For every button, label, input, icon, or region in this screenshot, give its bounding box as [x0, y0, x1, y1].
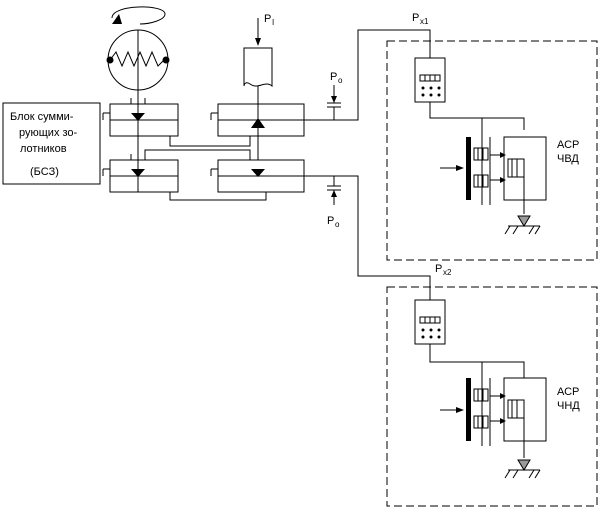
left-summing-valves — [102, 98, 179, 193]
lp-regulator: АСР ЧНД — [386, 286, 598, 507]
p0-bottom-label-sub: o — [335, 220, 340, 229]
px2-label: P — [435, 263, 442, 275]
pressure-source — [243, 47, 273, 88]
bsz-label-line2: рующих зо- — [19, 127, 78, 139]
drain-throttle-bottom: P o — [304, 175, 341, 229]
lp-regulator-label-line2: ЧНД — [557, 400, 580, 412]
p0-bottom-label: P — [327, 215, 334, 227]
bsz-label-line1: Блок сумми- — [10, 111, 74, 123]
px2-label-sub: x2 — [443, 268, 452, 277]
bsz-label-line4: (БСЗ) — [30, 166, 59, 178]
hp-regulator-label-line1: АСР — [557, 139, 579, 151]
lp-regulator-label-line1: АСР — [557, 386, 579, 398]
p0-top-label: P — [330, 71, 337, 83]
px1-label-sub: x1 — [420, 17, 429, 26]
pressure-label-main: P — [264, 13, 271, 25]
p0-top-label-sub: o — [338, 76, 343, 85]
bsz-label-box: Блок сумми- рующих зо- лотников (БСЗ) — [2, 102, 101, 185]
valve-connections — [144, 136, 267, 201]
drain-throttle-top: P o — [304, 71, 343, 121]
hp-regulator-label-line2: ЧВД — [557, 153, 579, 165]
bsz-label-line3: лотников — [20, 143, 67, 155]
lp-regulator-boundary — [386, 286, 598, 507]
px1-label: P — [412, 12, 419, 24]
right-summing-valves: P I — [210, 13, 305, 193]
speed-governor — [106, 6, 170, 104]
hp-regulator-boundary — [386, 40, 598, 261]
hp-regulator: АСР ЧВД — [386, 40, 598, 261]
pressure-label-main-sub: I — [272, 18, 274, 27]
rotation-arrow-head-icon — [112, 14, 122, 24]
rotation-arrow-icon — [111, 6, 166, 25]
control-pressure-lines: P x1 P x2 — [340, 12, 452, 300]
